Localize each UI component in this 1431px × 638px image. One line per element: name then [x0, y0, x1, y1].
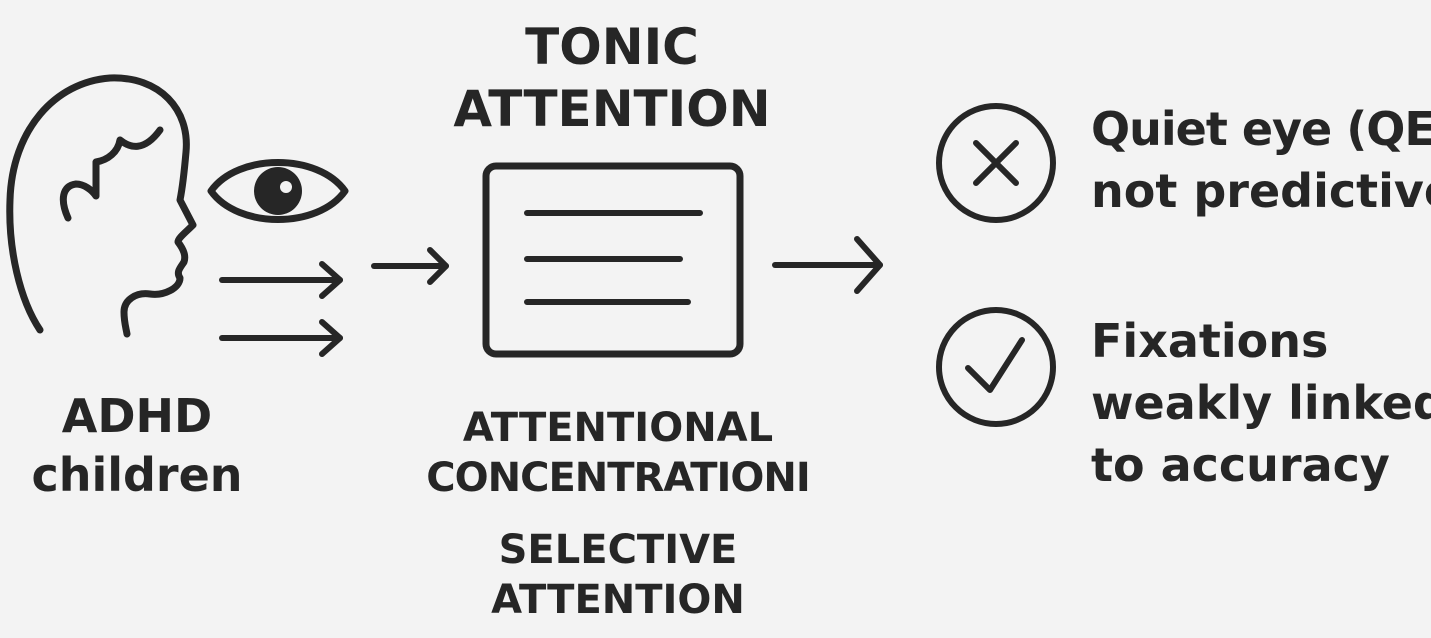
- selective-label: SELECTIVE: [498, 527, 738, 573]
- x-circle-icon: [936, 103, 1056, 223]
- not-predictive-label: not predictive: [1091, 164, 1431, 218]
- eye-icon: [207, 159, 349, 223]
- child-head-profile-icon: [6, 74, 197, 338]
- tonic-label: TONIC: [525, 18, 699, 76]
- concentration-label: CONCENTRATIONI: [426, 455, 810, 501]
- to-accuracy-label: to accuracy: [1091, 438, 1390, 492]
- attention-label: ATTENTION: [453, 80, 771, 138]
- fixations-label: Fixations: [1091, 314, 1329, 368]
- weakly-linked-label: weakly linked: [1091, 376, 1431, 430]
- selective-attention-label: ATTENTION: [491, 577, 745, 623]
- arrow-right-icon: [772, 236, 883, 294]
- arrow-right-icon: [219, 247, 449, 357]
- adhd-label: ADHD: [61, 389, 213, 443]
- check-circle-icon: [936, 307, 1056, 427]
- attentional-label: ATTENTIONAL: [462, 405, 774, 451]
- document-lines-icon: [482, 162, 744, 358]
- quiet-eye-label: Quiet eye (QE): [1091, 102, 1431, 156]
- children-label: children: [31, 448, 243, 502]
